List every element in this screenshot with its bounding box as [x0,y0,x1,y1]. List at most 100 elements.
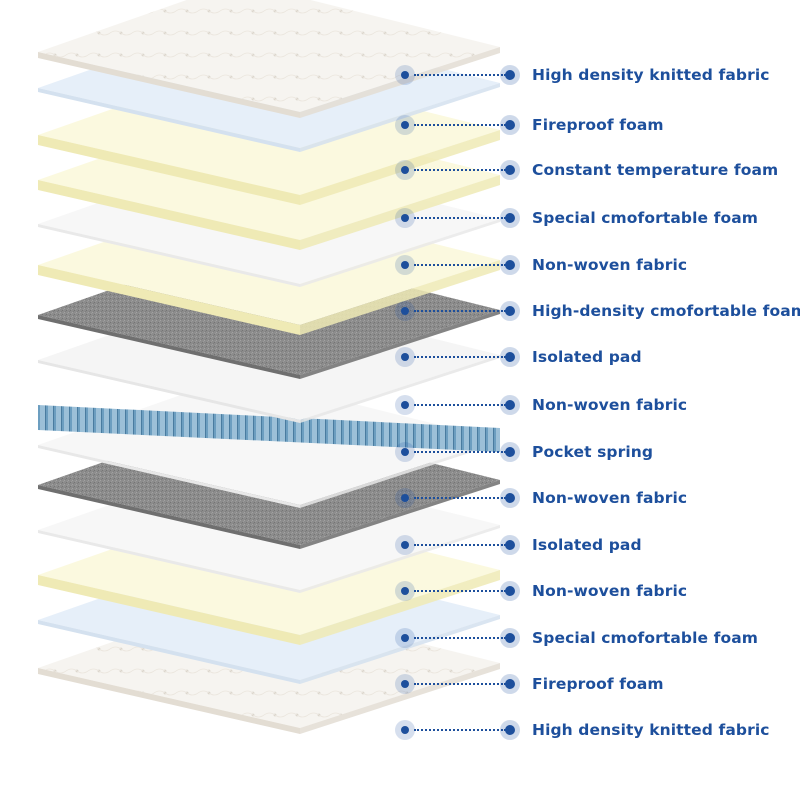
anchor-dot-icon [395,347,415,367]
layer-edge [300,130,500,205]
leader-line [414,590,506,592]
anchor-dot-icon [395,581,415,601]
layer-edge [300,260,500,335]
anchor-dot-icon [395,160,415,180]
layer-label: High density knitted fabric [532,721,770,739]
leader-line [414,544,506,546]
bullet-dot-icon [500,115,520,135]
leader-line [414,404,506,406]
layer-edge [300,310,500,379]
layer-edge [300,440,500,508]
layer-label: Non-woven fabric [532,489,688,507]
layer-callout: Special cmofortable foam [0,206,800,230]
bullet-dot-icon [500,720,520,740]
layer-edge [38,265,300,335]
layer-edge [38,485,300,549]
layer-callout: Isolated pad [0,345,800,369]
layer-label: Constant temperature foam [532,161,779,179]
bullet-dot-icon [500,301,520,321]
leader-line [414,356,506,358]
layer-label: High-density cmofortable foam [532,302,800,320]
layer-callout: High density knitted fabric [0,63,800,87]
leader-line [414,264,506,266]
anchor-dot-icon [395,442,415,462]
layer-callout: Non-woven fabric [0,486,800,510]
layer-callout: Fireproof foam [0,672,800,696]
layer-edge [38,315,300,379]
leader-line [414,124,506,126]
layer-callout: Fireproof foam [0,113,800,137]
leader-line [414,169,506,171]
layer-callout: Pocket spring [0,440,800,464]
bullet-dot-icon [500,347,520,367]
leader-line [414,217,506,219]
layer-callout: Non-woven fabric [0,253,800,277]
layer-edge [300,355,500,423]
layer-edge [38,530,300,593]
bullet-dot-icon [500,65,520,85]
layer-label: Fireproof foam [532,116,664,134]
layer-slab-9 [38,405,500,452]
leader-line [414,683,506,685]
leader-line [414,729,506,731]
leader-line [414,637,506,639]
bullet-dot-icon [500,442,520,462]
bullet-dot-icon [500,628,520,648]
layer-callout: High-density cmofortable foam [0,299,800,323]
layer-label: Special cmofortable foam [532,209,759,227]
leader-line [414,451,506,453]
layer-edge [38,445,300,508]
anchor-dot-icon [395,720,415,740]
layer-label: Non-woven fabric [532,396,688,414]
layer-edge [38,360,300,423]
layer-slab-1 [38,0,500,118]
layer-edge [300,525,500,593]
layer-callout: Isolated pad [0,533,800,557]
bullet-dot-icon [500,535,520,555]
anchor-dot-icon [395,628,415,648]
bullet-dot-icon [500,395,520,415]
layer-edge [38,224,300,287]
layer-label: Non-woven fabric [532,256,688,274]
anchor-dot-icon [395,535,415,555]
layer-edge [38,180,300,250]
layer-edge [38,52,300,118]
layer-label: Isolated pad [532,536,642,554]
anchor-dot-icon [395,674,415,694]
layer-edge [300,47,500,118]
anchor-dot-icon [395,255,415,275]
layer-edge [300,570,500,645]
leader-line [414,497,506,499]
layer-callout: Non-woven fabric [0,393,800,417]
layer-edge [38,575,300,645]
layer-callout: Non-woven fabric [0,579,800,603]
layer-top-face [38,0,500,112]
layer-label: Isolated pad [532,348,642,366]
layer-label: Non-woven fabric [532,582,688,600]
bullet-dot-icon [500,160,520,180]
bullet-dot-icon [500,255,520,275]
layer-label: Special cmofortable foam [532,629,759,647]
layer-edge [300,83,500,152]
layer-label: High density knitted fabric [532,66,770,84]
layer-edge [38,620,300,684]
bullet-dot-icon [500,581,520,601]
bullet-dot-icon [500,674,520,694]
layer-callout: Special cmofortable foam [0,626,800,650]
layer-edge [300,663,500,734]
leader-line [414,310,506,312]
bullet-dot-icon [500,488,520,508]
pocket-spring-face [38,405,500,452]
layer-callout: Constant temperature foam [0,158,800,182]
anchor-dot-icon [395,115,415,135]
layer-edge [300,219,500,287]
layer-edge [300,615,500,684]
anchor-dot-icon [395,208,415,228]
layer-edge [38,668,300,734]
anchor-dot-icon [395,65,415,85]
layer-label: Fireproof foam [532,675,664,693]
leader-line [414,74,506,76]
anchor-dot-icon [395,301,415,321]
layer-edge [38,135,300,205]
